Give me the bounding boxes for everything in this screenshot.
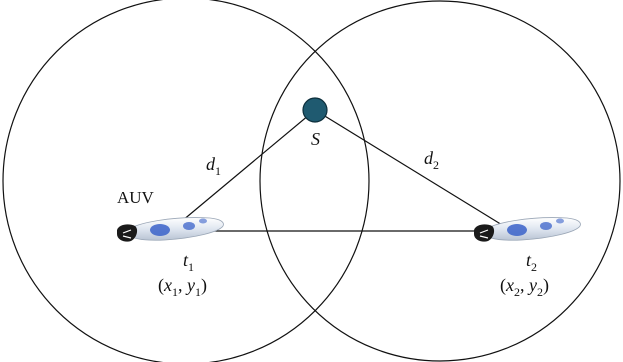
position-1-label: (x1, y1) (158, 275, 207, 299)
auv-icon-1 (117, 217, 224, 242)
auv-icon-2 (474, 217, 581, 242)
range-circle-1 (2, 0, 370, 362)
distance-1-line (169, 109, 316, 232)
distance-2-line (314, 109, 513, 232)
auv-label: AUV (117, 188, 155, 207)
range-circle-2 (259, 0, 621, 362)
time-1-label: t1 (183, 250, 194, 274)
position-2-label: (x2, y2) (500, 275, 549, 299)
source-label: S (311, 129, 320, 149)
source-node (302, 97, 328, 123)
distance-1-label: d1 (206, 154, 221, 178)
distance-2-label: d2 (424, 148, 439, 172)
time-2-label: t2 (526, 250, 537, 274)
